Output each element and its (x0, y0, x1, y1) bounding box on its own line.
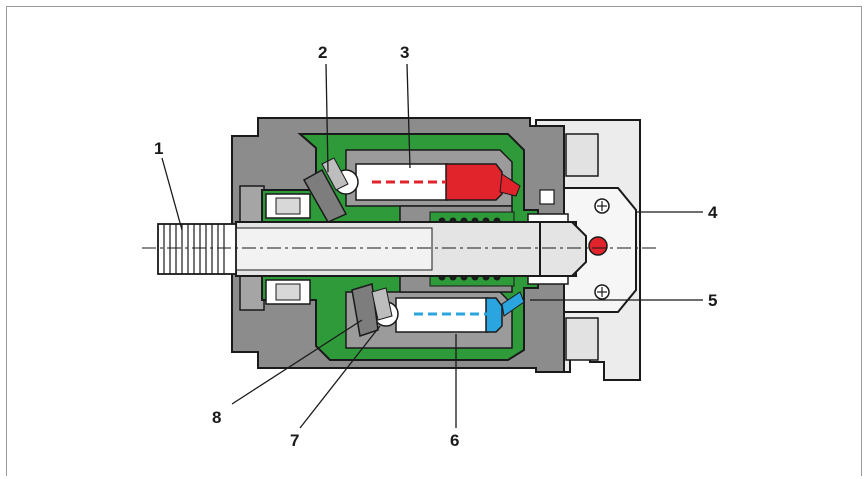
piston-high-pressure (333, 163, 521, 201)
drive-shaft (235, 221, 587, 277)
leader-8 (231, 319, 363, 405)
leader-3 (406, 63, 411, 169)
leader-1 (161, 157, 183, 231)
splined-shaft-end (157, 223, 237, 275)
callout-leaders (161, 63, 703, 429)
callout-7: 7 (290, 431, 299, 450)
leader-2 (325, 63, 329, 173)
figure-frame (6, 6, 862, 476)
callout-5: 5 (708, 291, 717, 310)
callout-3: 3 (400, 43, 409, 62)
callout-8: 8 (212, 408, 221, 427)
leader-7 (299, 325, 381, 429)
callout-1: 1 (154, 139, 163, 158)
callout-4: 4 (708, 203, 718, 222)
callout-6: 6 (450, 431, 459, 450)
callout-2: 2 (318, 43, 327, 62)
